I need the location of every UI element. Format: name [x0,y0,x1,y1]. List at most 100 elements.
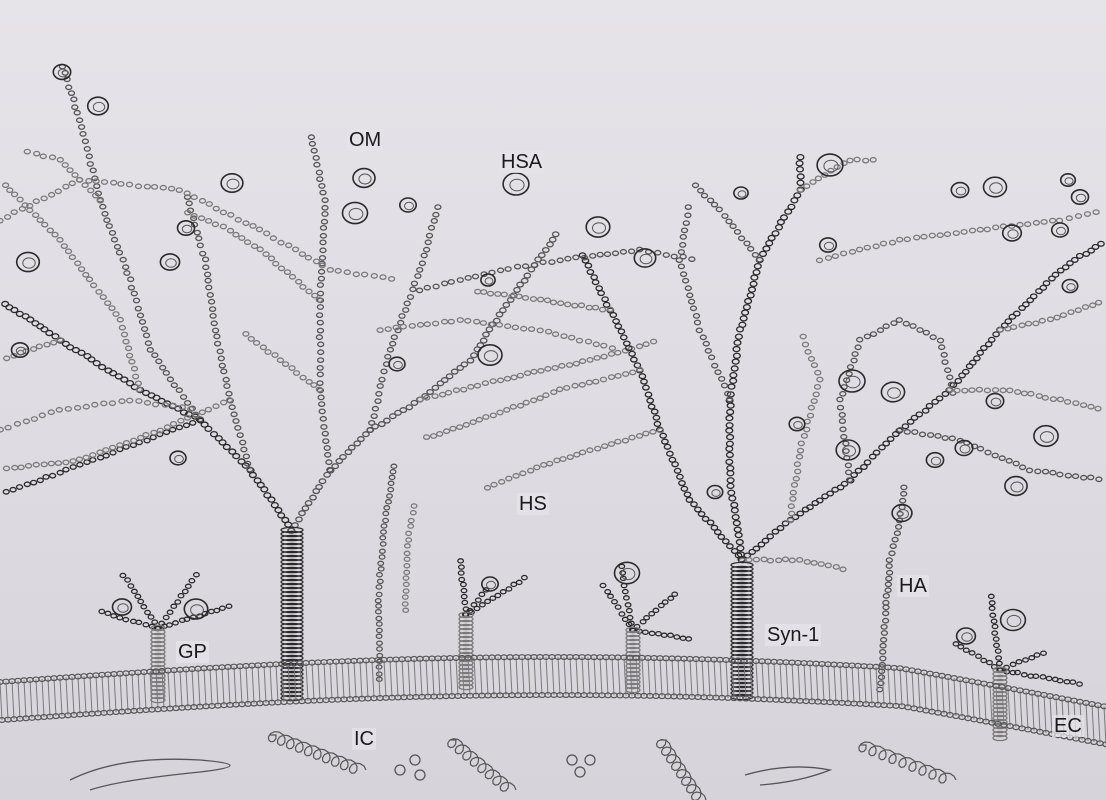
bound-molecule-inner [955,186,967,196]
lipid-tail [671,658,675,697]
gag-chain [691,182,764,263]
lipid-tail [1043,694,1047,733]
gag-chain [374,463,398,683]
intracellular-structures [69,731,957,800]
gag-chain [725,153,805,563]
bound-molecule [480,576,499,592]
bound-molecule-inner [190,604,204,616]
bound-molecule-inner [1064,177,1074,185]
cytoskeletal-filament [858,741,957,784]
lipid-tail [95,675,99,714]
lipid-tail [299,663,303,702]
lipid-tail [719,659,723,698]
lipid-tail [701,659,705,698]
lipid-tail [203,668,207,707]
lipid-tail [41,678,45,718]
gag-chain [738,556,847,573]
lipid-tail [1025,691,1029,730]
lipid-tail [947,676,951,715]
bound-molecule-inner [174,454,184,464]
lipid-tail [611,657,615,696]
gag-chain [3,336,64,362]
bound-molecules [10,63,1090,645]
label-ec: EC [1052,715,1084,737]
lipid-tail [563,656,567,696]
lipid-tail [281,664,285,703]
lipid-tail [311,662,315,701]
lipid-tail [197,668,201,707]
cytoskeletal-filament [267,731,367,774]
bound-molecule-inner [930,456,942,466]
lipid-tail [1049,696,1053,735]
lipid-tail [659,658,663,697]
lipid-tail [929,673,933,712]
gag-chain [876,484,908,693]
lipid-tail [941,675,945,714]
lipid-tail [491,657,495,696]
lipid-tail [371,660,375,699]
bound-molecule [880,381,906,403]
lipid-tail [641,657,645,696]
bound-molecule-inner [117,603,129,613]
bound-molecule [999,608,1027,632]
lipid-tail [821,663,825,702]
bound-molecule [838,369,866,393]
bound-molecule-inner [1010,481,1024,493]
gag-chain [416,338,658,403]
lipid-tail [791,662,795,701]
lipid-tail [815,663,819,702]
lipid-tail [647,657,651,696]
lipid-tail [737,660,741,699]
lipid-tail [893,667,897,706]
gag-chain [307,134,334,473]
lipid-tail [599,657,603,696]
lipid-head-outer [1100,703,1106,710]
lipid-tail [917,671,921,710]
gag-chain [599,582,636,633]
lipid-tail [173,670,177,709]
plasma-membrane-bilayer [0,654,1106,748]
lipid-tail [167,670,171,709]
bound-molecule-inner [181,224,193,234]
bound-molecule [1070,189,1090,206]
lipid-tail [839,664,843,703]
bound-molecule [15,251,41,273]
bound-molecule-inner [823,159,839,173]
bound-molecule [955,627,977,645]
lipid-tail [857,665,861,704]
label-ic: IC [352,728,376,750]
lipid-tail [977,682,981,721]
bound-molecule [954,439,974,457]
lipid-tail [113,674,117,713]
bound-molecule-inner [1007,229,1019,239]
vesicle [584,754,596,766]
gag-chain [242,330,324,393]
bound-molecule [480,273,496,287]
bound-molecule-inner [1066,283,1076,291]
bound-molecule-inner [1056,226,1066,236]
gag-chain [376,317,617,352]
bound-molecule [352,167,376,189]
lipid-tail [533,657,537,696]
lipid-tail [923,672,927,711]
lipid-tail [587,657,591,696]
lipid-tail [47,678,51,717]
bound-molecule [86,96,110,116]
lipid-tail [1037,693,1041,732]
lipid-tail [143,672,147,711]
lipid-tail [119,673,123,712]
bound-molecule-inner [15,346,27,356]
lipid-tail [695,659,699,698]
lipid-tail [773,661,777,700]
lipid-tail [539,656,543,696]
lipid-tail [683,658,687,697]
lipid-tail [1001,686,1005,725]
lipid-tail [1097,705,1101,744]
bound-molecule-inner [823,241,835,251]
lipid-tail [971,681,975,720]
lipid-tail [515,657,519,696]
bound-molecule [10,341,30,358]
vesicle [414,769,426,781]
bound-molecule-inner [509,178,525,192]
